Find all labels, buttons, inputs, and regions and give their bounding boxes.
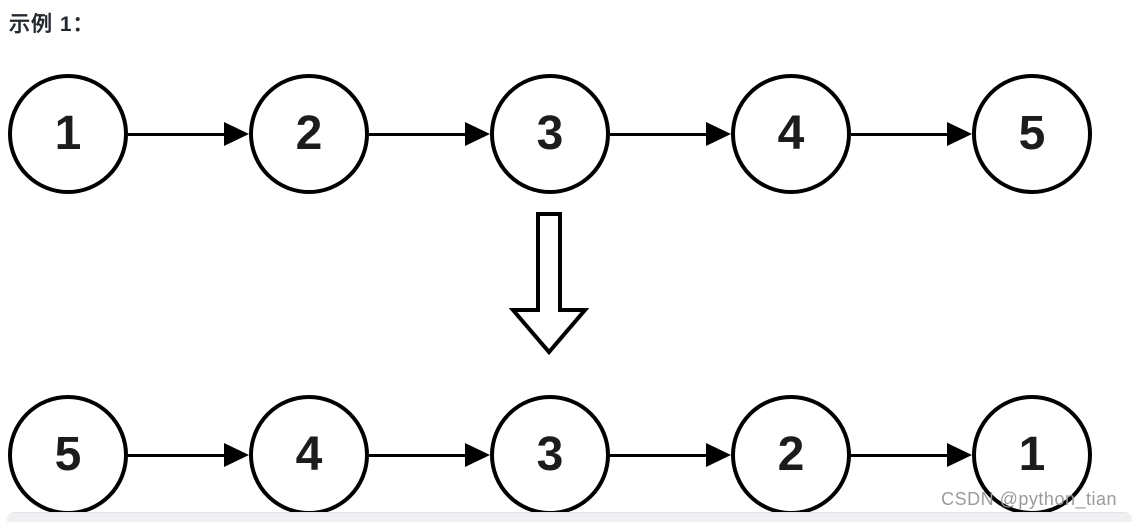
next-pointer-arrow-icon [128, 122, 249, 146]
list-node: 2 [249, 74, 369, 194]
node-value: 2 [295, 107, 323, 160]
list-node: 1 [972, 395, 1092, 515]
next-pointer-arrow-icon [128, 443, 249, 467]
next-pointer-arrow-icon [610, 122, 731, 146]
node-value: 2 [777, 428, 805, 481]
next-pointer-arrow-icon [369, 122, 490, 146]
node-value: 1 [54, 107, 82, 160]
list-node: 4 [249, 395, 369, 515]
list-node: 2 [731, 395, 851, 515]
node-value: 4 [295, 428, 323, 481]
list-node: 3 [490, 395, 610, 515]
node-value: 4 [777, 107, 805, 160]
watermark: CSDN @python_tian [941, 489, 1117, 509]
list-node: 4 [731, 74, 851, 194]
list-node: 5 [972, 74, 1092, 194]
node-value: 3 [536, 107, 564, 160]
page-title: 示例 1： [9, 13, 95, 36]
next-pointer-arrow-icon [851, 122, 972, 146]
node-value: 5 [1018, 107, 1046, 160]
list-node: 1 [8, 74, 128, 194]
next-pointer-arrow-icon [851, 443, 972, 467]
node-value: 1 [1018, 428, 1046, 481]
next-pointer-arrow-icon [369, 443, 490, 467]
node-value: 3 [536, 428, 564, 481]
bottom-bar [7, 512, 1132, 522]
node-value: 5 [54, 428, 82, 481]
list-node: 3 [490, 74, 610, 194]
list-node: 5 [8, 395, 128, 515]
down-arrow-icon [509, 212, 589, 356]
next-pointer-arrow-icon [610, 443, 731, 467]
